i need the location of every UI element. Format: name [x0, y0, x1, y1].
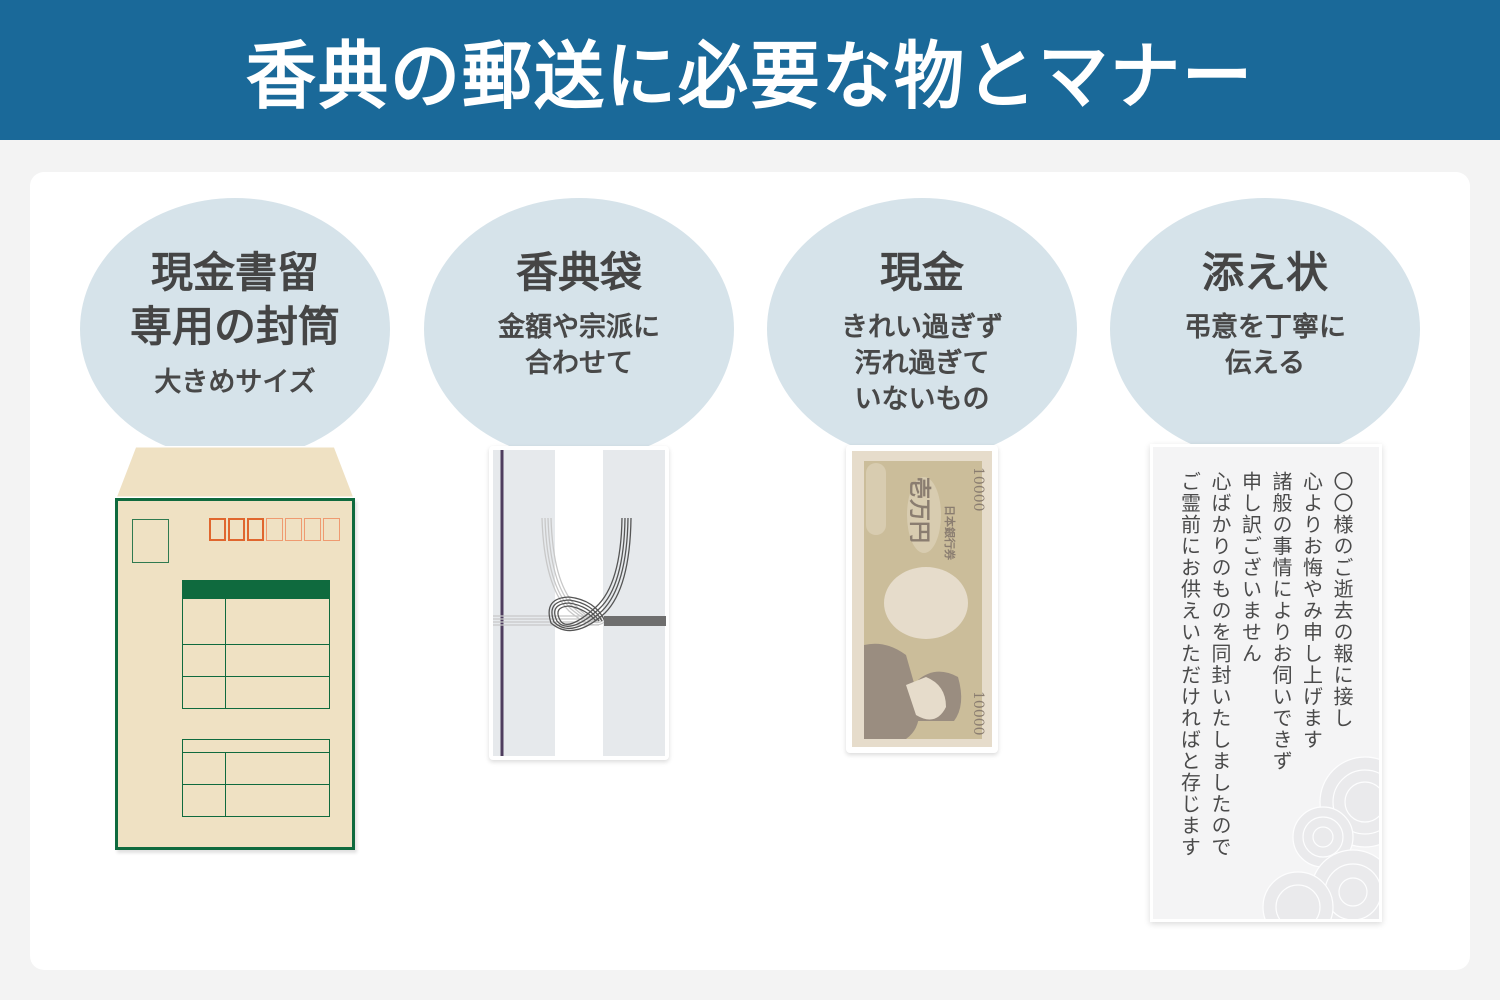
stamp-box: [132, 519, 169, 563]
subtitle-line: 合わせて: [525, 348, 633, 379]
label-circle: 添え状 弔意を丁寧に 伝える: [1110, 198, 1420, 460]
banknote-illustration: 10000 10000 日本銀行券 壱万円: [846, 445, 998, 753]
letter-line: 心よりお悔やみ申し上げます: [1299, 471, 1324, 751]
item-title: 添え状: [1201, 248, 1328, 297]
letter-line: 諸般の事情によりお伺いできず: [1269, 471, 1293, 772]
subtitle-line: きれい過ぎず: [841, 312, 1003, 343]
label-circle: 現金 きれい過ぎず 汚れ過ぎて いないもの: [767, 198, 1077, 460]
item-title: 現金: [879, 248, 964, 297]
letter-line: 心ばかりのものを同封いたしましたので: [1208, 471, 1232, 858]
envelope-flap-icon: [115, 446, 355, 498]
subtitle-line: 弔意を丁寧に: [1184, 312, 1346, 343]
item-subtitle: きれい過ぎず 汚れ過ぎて いないもの: [841, 310, 1003, 418]
item-title: 現金書留: [150, 248, 319, 297]
mizuhiki-cord-icon: [493, 450, 666, 756]
svg-text:壱万円: 壱万円: [906, 477, 931, 543]
item-subtitle: 大きめサイズ: [154, 367, 316, 398]
label-circle: 現金書留 専用の封筒 大きめサイズ: [80, 198, 390, 460]
postal-code-boxes: [209, 518, 340, 541]
label-circle: 香典袋 金額や宗派に 合わせて: [424, 198, 734, 460]
item-subtitle: 金額や宗派に 合わせて: [498, 310, 660, 382]
subtitle-line: 汚れ過ぎて: [854, 348, 990, 379]
registered-mail-envelope-illustration: [115, 446, 355, 852]
letter-line: 申し訳ございません: [1238, 471, 1263, 665]
svg-text:10000: 10000: [970, 691, 986, 736]
subtitle-line: 金額や宗派に: [498, 312, 660, 343]
page-title: 香典の郵送に必要な物とマナー: [246, 32, 1254, 119]
item-title: 専用の封筒: [129, 302, 340, 351]
header-banner: 香典の郵送に必要な物とマナー: [0, 0, 1500, 140]
letter-text: 〇〇様のご逝去の報に接し 心よりお悔やみ申し上げます 諸般の事情によりお伺いでき…: [1174, 471, 1357, 858]
letter-line: 〇〇様のご逝去の報に接し: [1330, 471, 1354, 729]
koden-envelope-illustration: [489, 446, 669, 760]
item-title: 香典袋: [515, 248, 642, 297]
condolence-letter-illustration: 〇〇様のご逝去の報に接し 心よりお悔やみ申し上げます 諸般の事情によりお伺いでき…: [1150, 444, 1382, 922]
letter-line: ご霊前にお供えいただければと存じます: [1177, 471, 1202, 858]
sender-table: [182, 739, 330, 817]
svg-text:日本銀行券: 日本銀行券: [943, 505, 957, 561]
envelope-body: [115, 498, 355, 850]
svg-text:10000: 10000: [970, 467, 986, 512]
subtitle-line: いないもの: [854, 384, 990, 415]
item-subtitle: 弔意を丁寧に 伝える: [1184, 310, 1346, 382]
chrysanthemum-pattern-icon: [1262, 756, 1379, 919]
banknote-icon: 10000 10000 日本銀行券 壱万円: [852, 451, 992, 747]
address-table: [182, 580, 330, 709]
subtitle-line: 伝える: [1224, 348, 1306, 379]
